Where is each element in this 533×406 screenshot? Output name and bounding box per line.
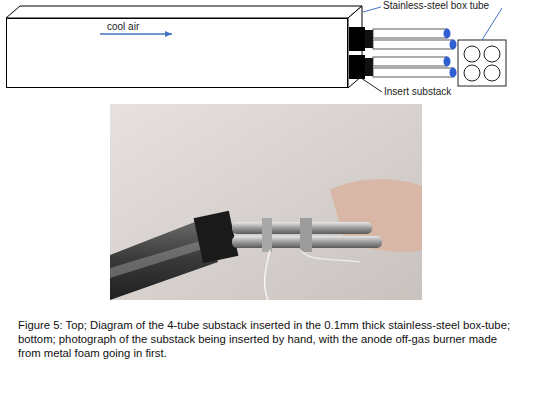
photo-tube-collar [262, 218, 272, 252]
tube-end [450, 40, 457, 50]
photo-wire [265, 250, 270, 300]
photo-tube-collar [300, 218, 312, 252]
photo-wire [300, 250, 360, 262]
part-label: Stainless-steel box tube [383, 0, 489, 11]
tube-end [444, 29, 451, 39]
part-label: Insert substack [384, 86, 451, 97]
photo-background [110, 104, 422, 300]
end-view-square [458, 40, 506, 86]
box-top-face [6, 6, 362, 18]
end-view-tube [464, 46, 480, 62]
tube [373, 29, 447, 38]
photo-tube-highlight [110, 238, 212, 278]
leader-line [363, 7, 381, 12]
substack-block [365, 58, 373, 76]
photo-metal-foam [194, 211, 239, 263]
substack-block [365, 30, 373, 48]
tube-end [450, 68, 457, 78]
figure-caption: Figure 5: Top; Diagram of the 4-tube sub… [18, 318, 518, 360]
end-view-tube [464, 65, 480, 81]
end-view-tube [484, 46, 500, 62]
substack-block [349, 27, 365, 51]
tube [373, 68, 453, 77]
tube-end [444, 57, 451, 67]
flow-label: cool air [107, 21, 139, 32]
airflow-arrow [100, 33, 172, 35]
end-view-tube [484, 65, 500, 81]
box-tube-face: cool air [6, 18, 348, 88]
leader-line [358, 76, 382, 92]
leader-line [482, 8, 502, 40]
tube [373, 40, 453, 49]
tube [373, 57, 447, 66]
substack-block [349, 55, 365, 79]
